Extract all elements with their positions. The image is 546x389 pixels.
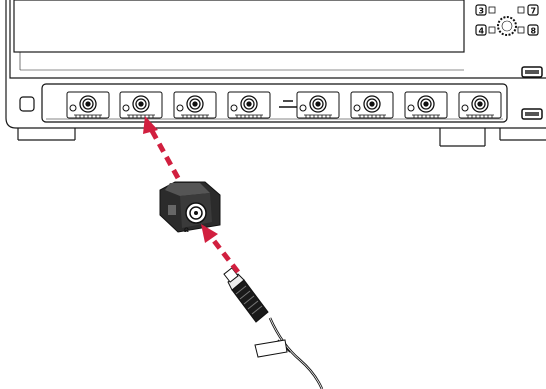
key-3[interactable] xyxy=(475,4,487,16)
key-4-label: 4 xyxy=(479,27,485,36)
bnc-connector-icon[interactable] xyxy=(458,91,502,119)
adapter-bnc-connector-icon xyxy=(185,202,207,224)
bnc-connector-icon[interactable] xyxy=(119,91,163,119)
bnc-connector-icon[interactable] xyxy=(227,91,271,119)
key-3-led xyxy=(488,6,496,14)
key-7-led xyxy=(517,6,525,14)
key-8[interactable] xyxy=(527,24,539,36)
adapter-ohm-marking: Ω xyxy=(184,228,189,234)
bnc-connector-icon[interactable] xyxy=(296,91,340,119)
bnc-connector-icon[interactable] xyxy=(173,91,217,119)
key-3-label: 3 xyxy=(479,7,485,16)
probe-cable xyxy=(223,267,324,389)
probe-adapter: Ω xyxy=(159,181,221,234)
usb-port-icon[interactable] xyxy=(521,66,543,78)
key-4[interactable] xyxy=(475,24,487,36)
key-8-label: 8 xyxy=(531,27,537,36)
dashed-arrow-icon xyxy=(143,116,181,180)
input-group-separator xyxy=(279,100,297,108)
dashed-arrow-icon xyxy=(201,224,240,274)
power-button-icon[interactable] xyxy=(19,96,35,112)
oscilloscope-body xyxy=(5,0,546,147)
usb-port-icon[interactable] xyxy=(521,108,543,120)
rotary-knob-icon[interactable] xyxy=(497,16,517,36)
channel-inputs xyxy=(66,91,502,119)
key-4-led xyxy=(488,26,496,34)
key-7-label: 7 xyxy=(531,7,537,16)
bnc-connector-icon[interactable] xyxy=(66,91,110,119)
key-8-led xyxy=(517,26,525,34)
probe-head xyxy=(223,267,269,323)
bnc-connector-icon[interactable] xyxy=(350,91,394,119)
front-panel-keys: 3 7 4 8 xyxy=(475,4,539,36)
bnc-connector-icon[interactable] xyxy=(404,91,448,119)
display-screen xyxy=(13,0,465,53)
usb-ports xyxy=(521,66,543,120)
key-7[interactable] xyxy=(527,4,539,16)
